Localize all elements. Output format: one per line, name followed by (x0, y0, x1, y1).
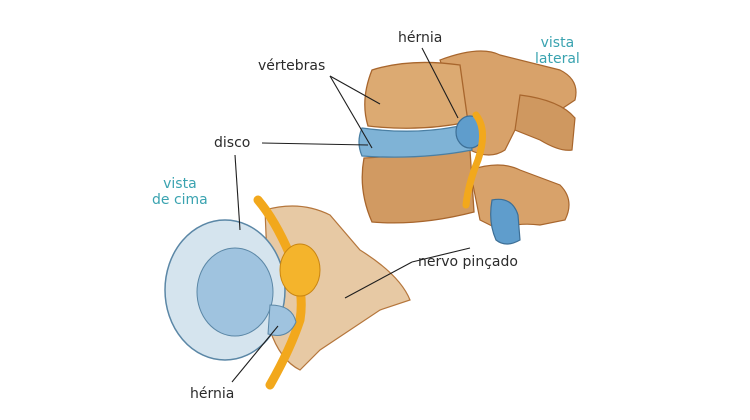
view-top-line1: vista (163, 176, 197, 192)
lower-posterior-process (469, 164, 570, 231)
label-disc: disco (214, 135, 251, 151)
leader-hernia-top (421, 47, 459, 119)
label-pinched-nerve: nervo pinçado (418, 254, 518, 270)
top-view-illustration (164, 195, 411, 390)
top-view-nucleus (196, 247, 274, 337)
spinous-process (514, 94, 576, 151)
leader-nerve-1 (411, 247, 471, 263)
leader-nerve-2 (344, 261, 413, 299)
leader-disc (261, 142, 369, 146)
label-hernia-bottom: hérnia (190, 386, 235, 402)
top-view-dural-sac (279, 243, 321, 297)
lateral-pinched-nerve (462, 111, 486, 209)
label-hernia-top: hérnia (398, 30, 443, 46)
view-top-label: vista de cima (152, 176, 208, 208)
lateral-view-illustration (358, 50, 577, 245)
view-lateral-line2: lateral (535, 51, 580, 68)
top-view-hernia-bulge (267, 304, 297, 336)
lower-vertebra-body (361, 149, 475, 224)
leader-lines (231, 47, 471, 383)
label-vertebrae: vértebras (258, 58, 326, 74)
leader-vertebrae-2 (329, 75, 373, 149)
view-top-line2: de cima (152, 192, 208, 209)
lateral-lower-blue-process (490, 198, 521, 245)
view-lateral-line1: vista (540, 35, 575, 51)
lateral-disc (358, 123, 473, 158)
view-lateral-label: vista lateral (535, 35, 580, 67)
leader-disc-top (234, 154, 241, 231)
leader-vertebrae-1 (329, 75, 381, 105)
upper-vertebra-body (364, 61, 469, 129)
leader-hernia-bottom (231, 325, 279, 383)
